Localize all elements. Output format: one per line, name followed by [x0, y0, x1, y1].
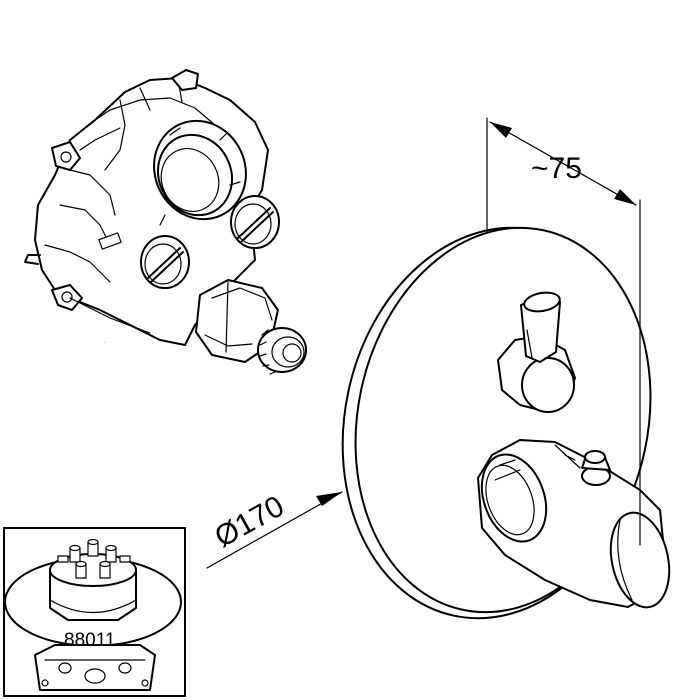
concealed-valve-body: ·	[24, 69, 307, 375]
dimension-diameter: Ø170	[206, 490, 343, 569]
inset-panel: 88011	[3, 527, 186, 697]
depth-dimension-label: ~75	[531, 152, 582, 185]
diverter-handle	[497, 291, 576, 413]
thermostat-handle	[477, 439, 671, 609]
dimension-depth: ~75	[486, 117, 641, 546]
module-pins	[57, 538, 131, 579]
stray-mark: ·	[104, 340, 106, 346]
escutcheon-assembly	[341, 226, 671, 620]
